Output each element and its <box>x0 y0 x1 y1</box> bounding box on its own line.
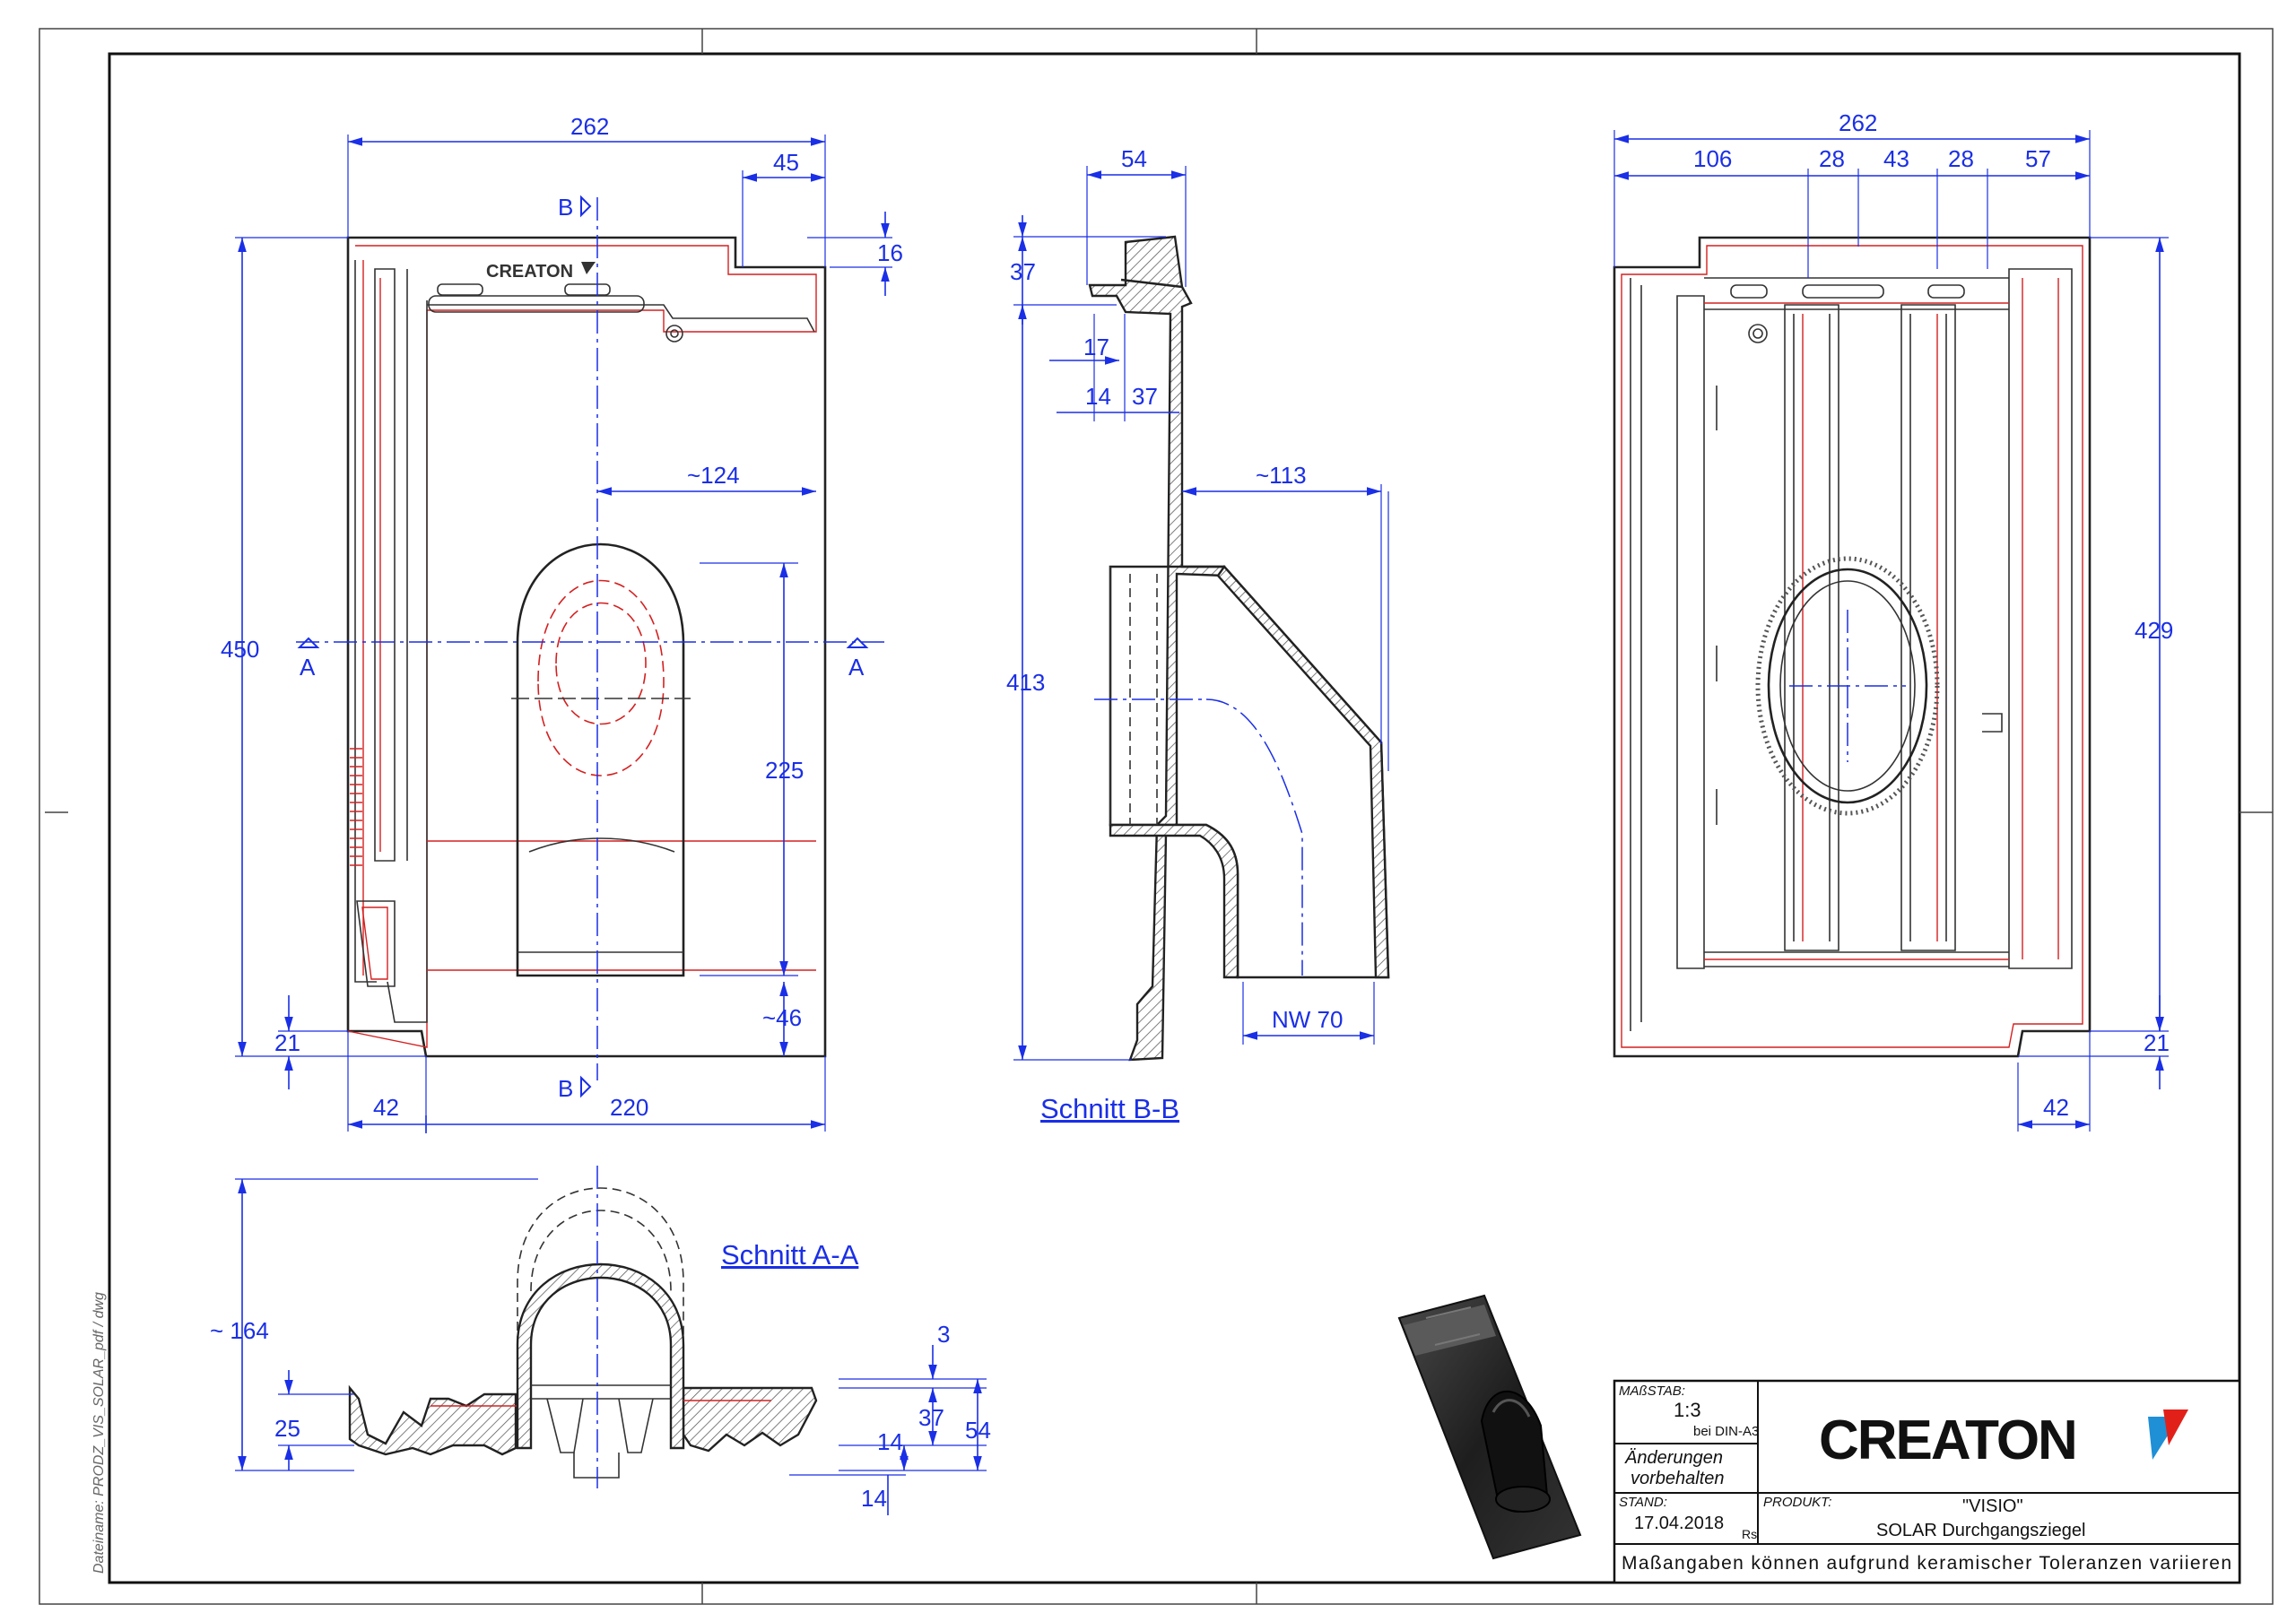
section-arrow-icon <box>580 195 592 218</box>
section-b-b-view: 54 37 17 14 37 ~113 413 NW 70 Schnitt B-… <box>1006 145 1390 1124</box>
scale-label: MAßSTAB: <box>1619 1383 1685 1399</box>
dim-rear-bottom-lap: 21 <box>2144 1029 2170 1056</box>
product-subtitle: SOLAR Durchgangsziegel <box>1876 1521 2085 1540</box>
section-marker-b-top: B <box>558 194 573 221</box>
dim-rear-right-lap: 42 <box>2043 1094 2069 1121</box>
section-marker-a-right: A <box>848 654 865 681</box>
dim-aa-height-total: ~ 164 <box>210 1317 269 1344</box>
product-label: PRODUKT: <box>1763 1495 1831 1510</box>
dim-bb-17: 17 <box>1083 334 1109 360</box>
dim-bottom-lap: 21 <box>274 1029 300 1056</box>
dim-bb-37: 37 <box>1132 383 1158 410</box>
filename-label: Dateiname: PRODZ_VIS_SOLAR_pdf / dwg <box>91 1292 107 1574</box>
changes-line2: vorbehalten <box>1631 1469 1725 1488</box>
dim-bb-width-top: 54 <box>1121 145 1147 172</box>
title-block: MAßSTAB: 1:3 bei DIN-A3 Änderungen vorbe… <box>1613 1379 2241 1584</box>
brand-logo-text: CREATON <box>1819 1409 2076 1471</box>
brand-logo-icon <box>2148 1409 2188 1460</box>
scale-note: bei DIN-A3 <box>1693 1424 1759 1439</box>
dim-width-total: 262 <box>570 113 609 140</box>
dim-rear-seg-3: 43 <box>1883 145 1909 172</box>
dim-rear-width-total: 262 <box>1839 109 1877 136</box>
dim-aa-14b: 14 <box>861 1485 887 1512</box>
tile-logo-text: CREATON <box>486 262 573 282</box>
dim-width-right: 45 <box>773 149 799 176</box>
dim-rear-height: 429 <box>2135 617 2173 644</box>
changes-line1: Änderungen <box>1624 1448 1723 1468</box>
section-aa-title: Schnitt A-A <box>721 1239 859 1271</box>
dim-left-lap: 42 <box>373 1094 399 1121</box>
section-bb-title: Schnitt B-B <box>1040 1093 1179 1124</box>
dim-offset-vertical: ~124 <box>687 462 740 489</box>
dim-width-inner: 220 <box>610 1094 648 1121</box>
dim-bb-height-total: 413 <box>1006 669 1045 696</box>
dim-height-total: 450 <box>221 636 259 663</box>
dim-bottom-offset: ~46 <box>762 1004 802 1031</box>
logo-mark-icon <box>581 262 596 274</box>
dim-rear-seg-1: 106 <box>1693 145 1732 172</box>
sheet-frame <box>39 28 2274 1605</box>
dim-aa-54: 54 <box>965 1417 991 1444</box>
dim-rear-seg-4: 28 <box>1948 145 1974 172</box>
section-arrow-icon <box>580 1075 592 1098</box>
section-arrow-icon <box>297 637 320 648</box>
dim-bb-14: 14 <box>1085 383 1111 410</box>
section-a-a-view: ~ 164 25 3 37 54 14 14 Schnitt A-A <box>210 1166 991 1515</box>
stand-initials: Rs <box>1742 1527 1757 1541</box>
dim-aa-3: 3 <box>937 1321 950 1348</box>
rear-view: 262 106 28 43 28 57 429 21 42 <box>1613 109 2173 1132</box>
dim-rear-seg-5: 57 <box>2025 145 2051 172</box>
dim-rear-seg-2: 28 <box>1819 145 1845 172</box>
stand-date: 17.04.2018 <box>1634 1514 1724 1533</box>
front-view: CREATON B B A A 262 45 <box>221 113 903 1133</box>
interlock-ribs <box>350 748 362 866</box>
dim-aa-14a: 14 <box>877 1428 903 1455</box>
dim-bb-nominal-width: NW 70 <box>1272 1006 1343 1033</box>
scale-value: 1:3 <box>1674 1399 1701 1421</box>
section-arrow-icon <box>846 637 869 648</box>
dim-bb-offset: ~113 <box>1256 462 1307 489</box>
dim-aa-37: 37 <box>918 1404 944 1431</box>
dim-top-step: 16 <box>877 239 903 266</box>
section-marker-b-bottom: B <box>558 1075 573 1102</box>
dim-aa-base-height: 25 <box>274 1415 300 1442</box>
dim-opening-height: 225 <box>765 757 804 784</box>
stand-label: STAND: <box>1619 1495 1667 1510</box>
product-image <box>1397 1294 1582 1560</box>
section-marker-a-left: A <box>300 654 316 681</box>
product-name: "VISIO" <box>1962 1496 2023 1516</box>
